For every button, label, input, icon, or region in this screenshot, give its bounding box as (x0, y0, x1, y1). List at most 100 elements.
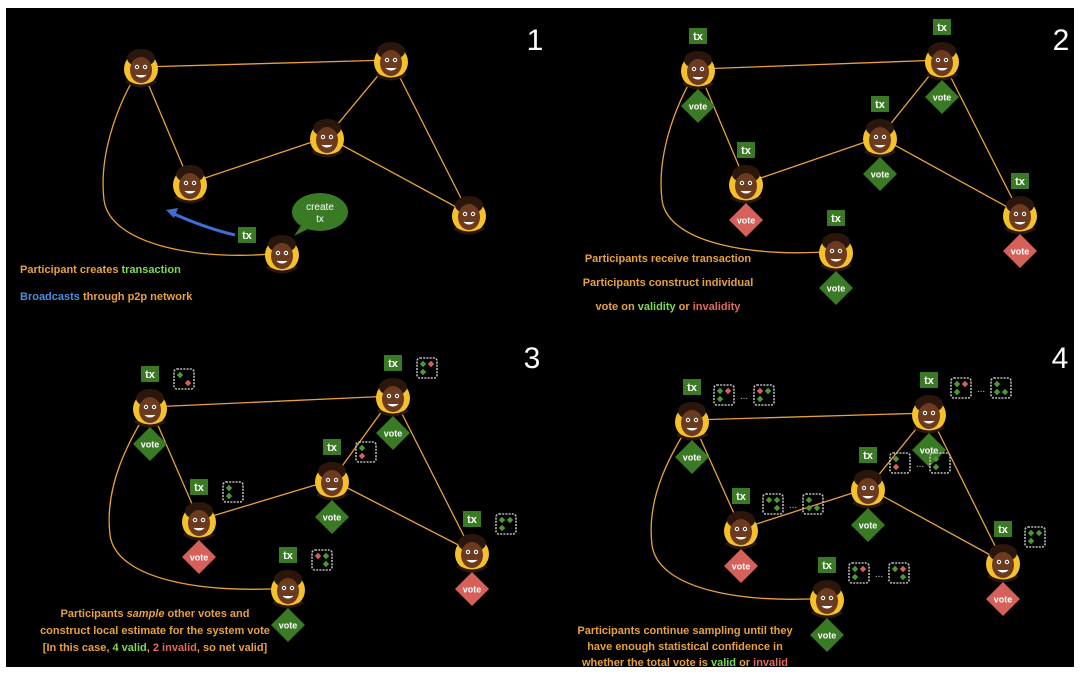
sample-box-frame (802, 493, 824, 515)
caption-line: vote on validity or invalidity (596, 301, 742, 313)
caption-line: construct local estimate for the system … (40, 625, 270, 637)
sample-mini-vote (932, 455, 940, 463)
avatar-shoulders (913, 425, 945, 434)
tx-badge: tx (871, 96, 889, 112)
avatar-face (1009, 204, 1031, 230)
tx-badge-box (323, 439, 341, 455)
avatar-smile (387, 403, 399, 407)
sample-box-frame (495, 513, 517, 535)
avatar-face (825, 241, 847, 267)
avatar-shoulders (316, 492, 348, 501)
avatar-pupil (193, 182, 195, 184)
sample-box (889, 452, 911, 474)
participant-avatar (925, 42, 959, 81)
avatar-pupil (695, 419, 697, 421)
caption-line: Participants construct individual (583, 277, 754, 289)
avatar-pupil (386, 59, 388, 61)
tx-badge: tx (818, 557, 836, 573)
vote-diamond-label: vote (384, 429, 403, 439)
sample-box (713, 384, 735, 406)
avatar-shoulders (676, 432, 708, 441)
participant-avatar (271, 570, 305, 609)
network-edge (140, 66, 191, 184)
avatar-smile (830, 258, 842, 262)
sample-box (753, 384, 775, 406)
tx-badge-box (689, 28, 707, 44)
caption-segment: Broadcasts (20, 291, 80, 303)
tx-badge-box (384, 355, 402, 371)
tx-badge-label: tx (693, 31, 704, 43)
avatar-shoulders (682, 81, 714, 90)
avatar-face (816, 588, 838, 614)
vote-diamond-shape (315, 500, 349, 534)
avatar-face (931, 50, 953, 76)
tx-badge: tx (141, 366, 159, 382)
participant-avatar (315, 462, 349, 501)
sample-mini-vote (993, 388, 1001, 396)
tx-badge-label: tx (194, 482, 205, 494)
vote-diamond-shape (724, 549, 758, 583)
network-edge-loop (660, 68, 837, 254)
panel-number: 2 (1053, 24, 1070, 57)
participant-avatar (452, 196, 486, 235)
caption-line: whether the total vote is valid or inval… (581, 657, 788, 669)
sample-mini-vote (953, 388, 961, 396)
avatar-shoulders (375, 72, 407, 81)
sample-mini-vote (953, 380, 961, 388)
caption-segment: vote on (596, 301, 638, 313)
avatar-smile (282, 595, 294, 599)
vote-diamond-label: vote (683, 453, 702, 463)
avatar-pupil (998, 561, 1000, 563)
broadcast-arrow (171, 211, 236, 237)
participant-avatar (863, 119, 897, 158)
avatar-face (316, 127, 338, 153)
avatar-pupil (1015, 213, 1017, 215)
avatar-shoulders (272, 600, 304, 609)
network-edge-loop (108, 406, 289, 590)
avatar-shoulders (820, 263, 852, 272)
vote-diamond-invalid: vote (986, 582, 1020, 616)
avatar-pupil (937, 59, 939, 61)
vote-diamond-label: vote (871, 170, 890, 180)
tx-badge-box (732, 488, 750, 504)
avatar-pupil (687, 419, 689, 421)
caption-segment: sample (127, 608, 165, 620)
sample-box (173, 368, 195, 390)
sample-mini-vote (891, 565, 899, 573)
avatar-shoulders (725, 541, 757, 550)
caption-segment: or (736, 657, 753, 669)
tx-badge-label: tx (1015, 176, 1026, 188)
sample-box (950, 377, 972, 399)
tx-badge: tx (238, 227, 256, 243)
network-edge (392, 395, 473, 553)
network-edge (928, 412, 1004, 563)
sample-mini-vote (498, 524, 506, 532)
avatar-face (382, 386, 404, 412)
avatar-pupil (335, 479, 337, 481)
sample-box-frame (762, 493, 784, 515)
network-edge (867, 487, 1004, 563)
tx-badge: tx (933, 19, 951, 35)
vote-diamond-shape (133, 427, 167, 461)
sample-box-frame (848, 562, 870, 584)
participant-avatar (182, 502, 216, 541)
tx-badge: tx (323, 439, 341, 455)
tx-badge-label: tx (998, 524, 1009, 536)
avatar-shoulders (987, 574, 1019, 583)
avatar-pupil (185, 182, 187, 184)
avatar-face (380, 50, 402, 76)
avatar-face (857, 478, 879, 504)
avatar-smile (1014, 221, 1026, 225)
sample-mini-vote (899, 565, 907, 573)
sample-box (848, 562, 870, 584)
sample-box-frame (713, 384, 735, 406)
tx-badge: tx (384, 355, 402, 371)
participant-avatar (1003, 196, 1037, 235)
avatar-pupil (291, 587, 293, 589)
avatar-pupil (144, 66, 146, 68)
participant-avatar (124, 49, 158, 88)
tx-badge: tx (1011, 173, 1029, 189)
avatar-shoulders (266, 265, 298, 274)
participant-avatar (724, 511, 758, 550)
